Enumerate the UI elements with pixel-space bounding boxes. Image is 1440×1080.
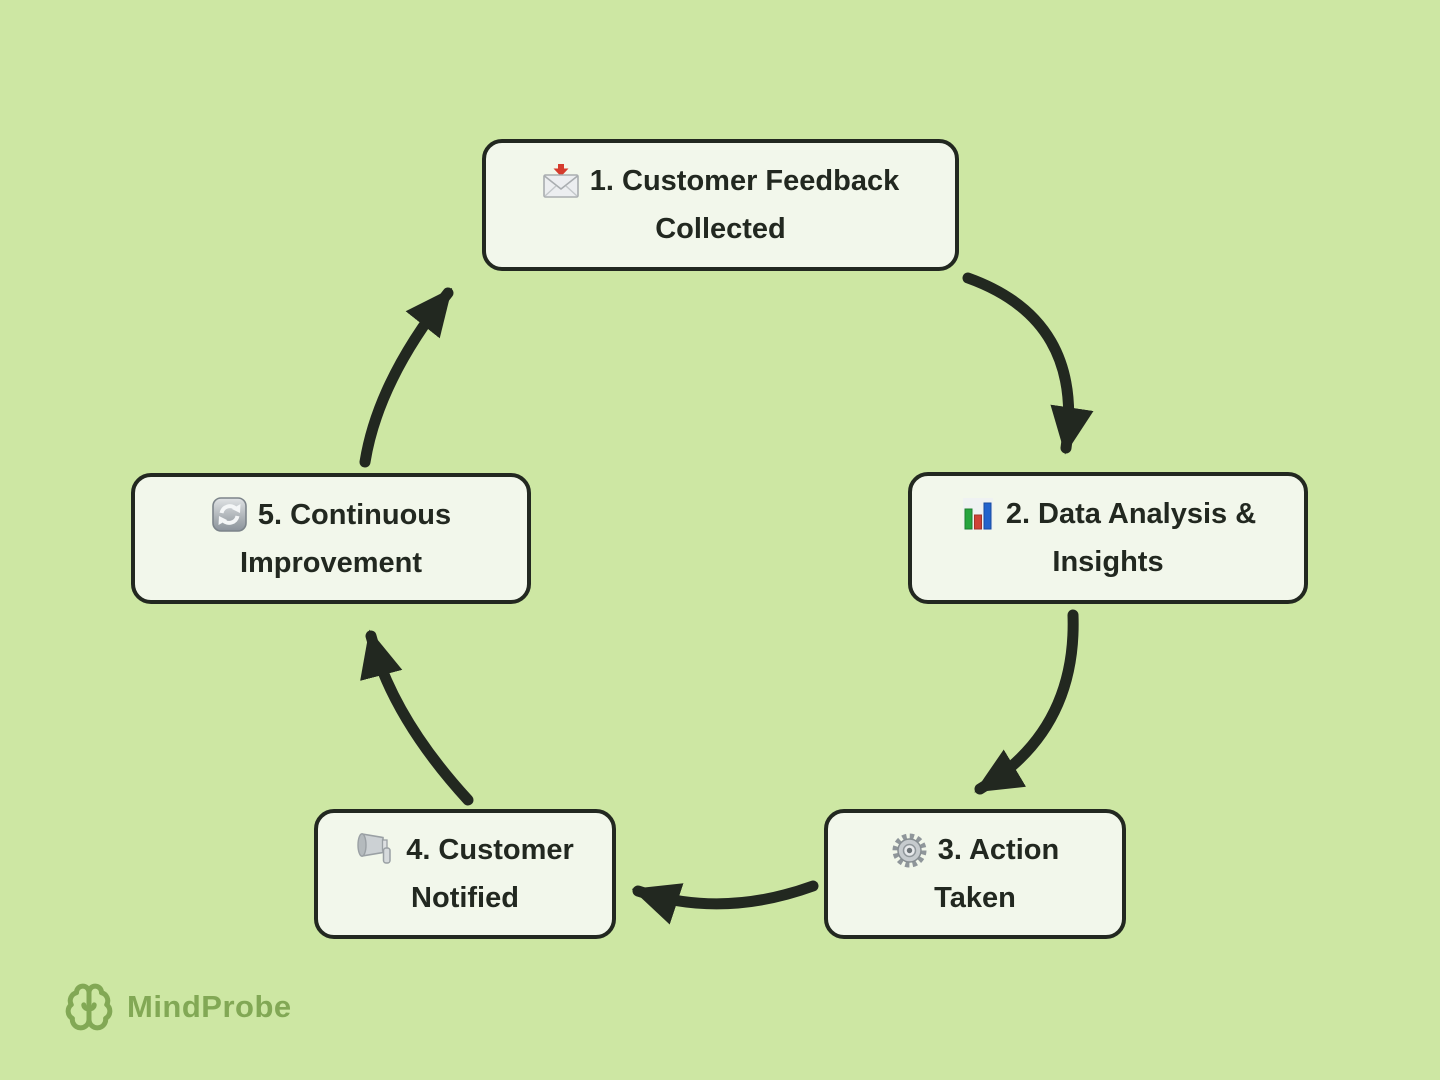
node-label-line1: 2. Data Analysis & [1005,498,1257,530]
arrow-1-to-2 [962,272,1094,455]
brain-icon [64,982,114,1032]
node-label-line2: Notified [411,882,519,914]
node-continuous-improvement: 5. Continuous Improvement [131,473,531,604]
node-customer-notified: 4. Customer Notified [314,809,616,939]
node-label-line1: 3. Action [937,834,1060,866]
arrow-5-to-1 [359,287,454,468]
node-action-taken: 3. Action Taken [824,809,1126,939]
gear-icon [891,832,928,869]
node-label-line2: Collected [655,213,786,245]
node-label-line2: Taken [934,882,1016,914]
node-label-line2: Improvement [239,546,423,579]
arrow-2-to-3 [974,609,1079,795]
node-data-analysis-insights: 2. Data Analysis & Insights [908,472,1308,604]
inbox-envelope-icon [542,162,580,200]
arrow-3-to-4 [631,880,819,925]
node-label-line1: 5. Continuous [257,498,452,531]
node-label-line2: Insights [1052,546,1164,578]
logo-text: MindProbe [127,989,292,1024]
node-label-line1: 1. Customer Feedback [589,165,900,197]
logo: MindProbe [64,982,292,1032]
node-customer-feedback-collected: 1. Customer Feedback Collected [482,139,959,271]
arrow-4-to-5 [360,629,474,806]
node-label-line1: 4. Customer [406,834,574,866]
refresh-icon [211,496,248,533]
bar-chart-icon [960,496,996,532]
megaphone-icon [356,831,396,869]
